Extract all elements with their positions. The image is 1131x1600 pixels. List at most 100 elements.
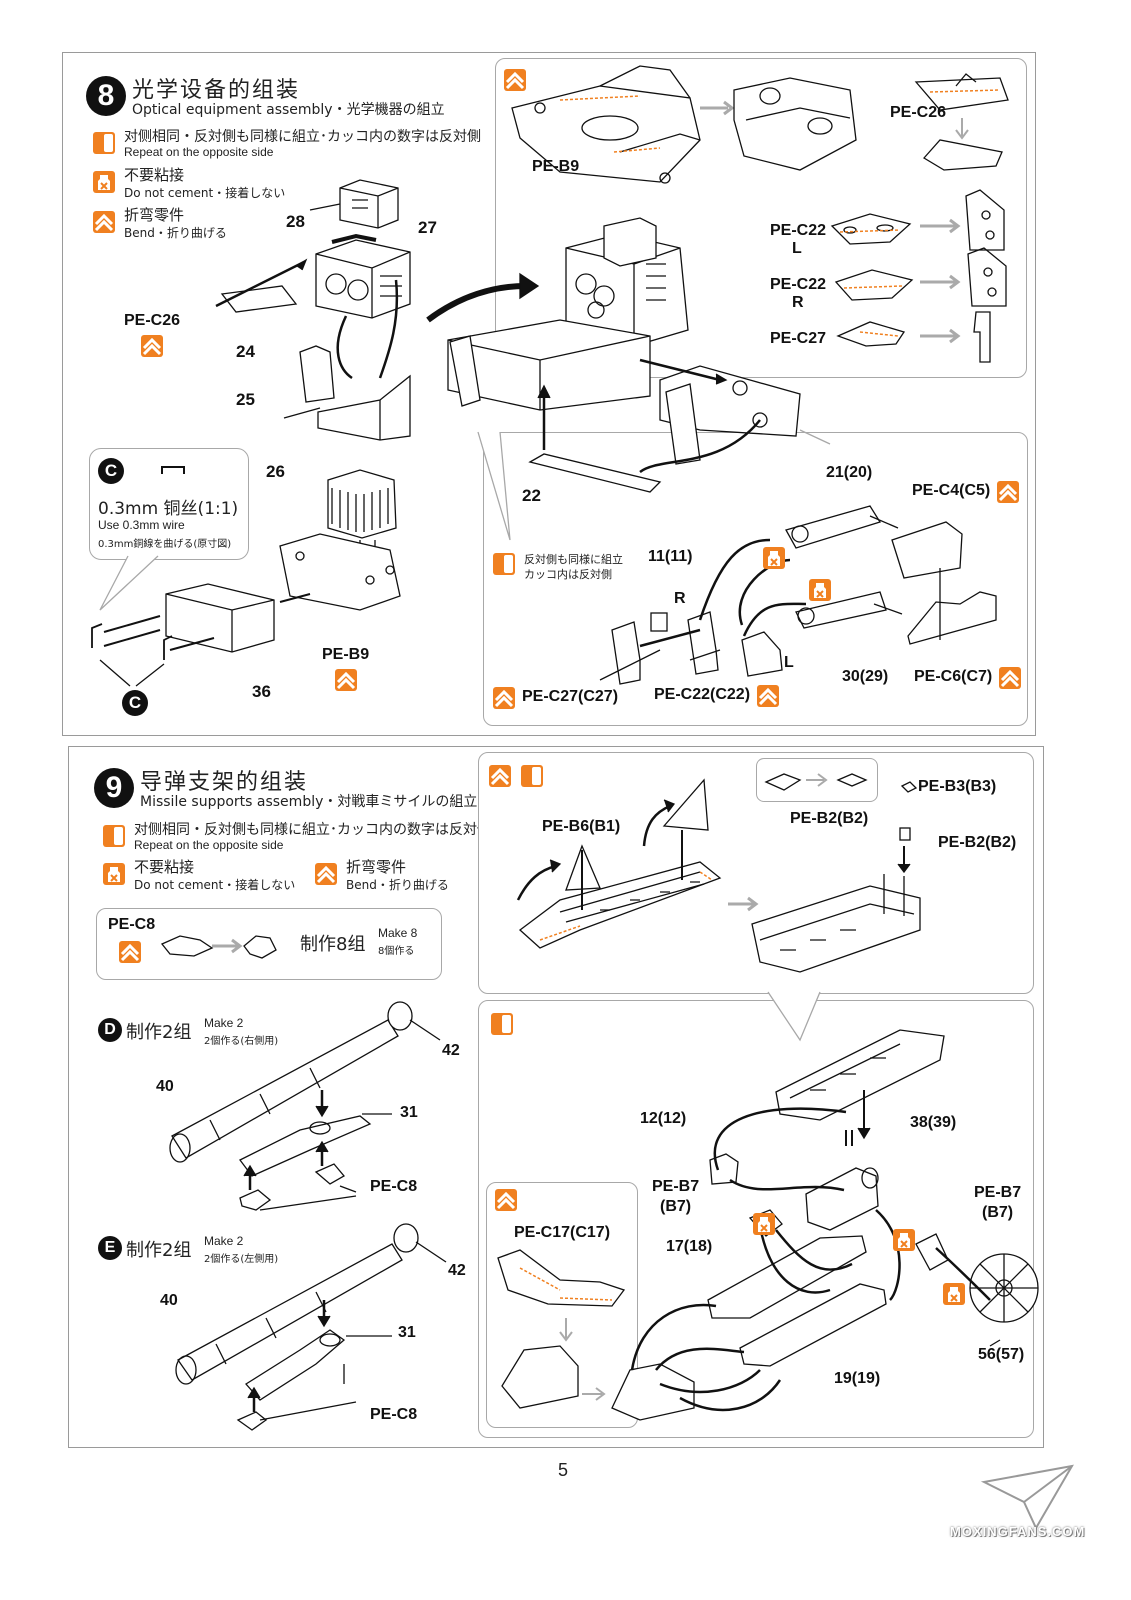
label-part-27: 27 bbox=[418, 218, 437, 237]
bend-icon bbox=[996, 480, 1020, 504]
label-d-42: 42 bbox=[442, 1042, 460, 1059]
label-part-22: 22 bbox=[522, 486, 541, 505]
step8-illustration bbox=[91, 65, 1009, 687]
label-pe-b6: PE-B6(B1) bbox=[542, 818, 621, 835]
label-part-36: 36 bbox=[252, 682, 271, 701]
label-pe-c22-l: PE-C22 bbox=[770, 222, 827, 239]
paper-plane-logo bbox=[980, 1464, 1074, 1531]
step8-legend-nocement-en: Do not cement・接着しない bbox=[124, 186, 286, 200]
label-part-19: 19(19) bbox=[834, 1370, 881, 1387]
label-pe-b9-top: PE-B9 bbox=[532, 158, 580, 175]
step8-legend-nocement-zh: 不要粘接 bbox=[124, 166, 185, 184]
callout-c-letter: C bbox=[98, 458, 124, 484]
label-pe-b7-a: PE-B7 bbox=[652, 1178, 700, 1195]
no-cement-icon bbox=[892, 1228, 916, 1252]
step8-sub-note-2: カッコ内は反対側 bbox=[524, 568, 612, 581]
step9-illustration bbox=[160, 773, 1039, 1431]
label-l-mark: L bbox=[784, 654, 794, 671]
d-make-en: Make 2 bbox=[204, 1016, 244, 1030]
label-part-56: 56(57) bbox=[978, 1346, 1025, 1363]
label-pe-b7-b: PE-B7 bbox=[974, 1184, 1022, 1201]
d-letter: D bbox=[98, 1018, 122, 1042]
label-part-24: 24 bbox=[236, 342, 255, 361]
label-d-31: 31 bbox=[400, 1104, 418, 1121]
make8-zh: 制作8组 bbox=[300, 934, 366, 955]
label-d-pe-c8: PE-C8 bbox=[370, 1178, 418, 1195]
bend-icon bbox=[998, 666, 1022, 690]
step9-legend-repeat-zh: 对侧相同・反対側も同様に組立･カッコ内の数字は反対側 bbox=[134, 822, 491, 838]
label-pe-b7-a-sub: (B7) bbox=[660, 1198, 692, 1215]
step8-number: 8 bbox=[86, 76, 126, 116]
label-pe-c17: PE-C17(C17) bbox=[514, 1224, 611, 1241]
label-pe-c26-left: PE-C26 bbox=[124, 312, 181, 329]
step8-legend-repeat-en: Repeat on the opposite side bbox=[124, 145, 274, 159]
label-e-31: 31 bbox=[398, 1324, 416, 1341]
label-r-mark: R bbox=[674, 590, 686, 607]
step9-number: 9 bbox=[94, 768, 134, 808]
step9-legend-bend-en: Bend・折り曲げる bbox=[346, 878, 449, 892]
step9-title-en: Missile supports assembly・対戦車ミサイルの組立 bbox=[140, 794, 478, 810]
label-pe-b7-b-sub: (B7) bbox=[982, 1204, 1014, 1221]
label-part-38: 38(39) bbox=[910, 1114, 957, 1131]
label-pe-c22-bottom: PE-C22(C22) bbox=[654, 686, 751, 703]
watermark-text: MOXINGFANS.COM bbox=[950, 1524, 1086, 1539]
e-letter: E bbox=[98, 1236, 122, 1260]
label-pe-b9-bottom: PE-B9 bbox=[322, 646, 370, 663]
label-e-40: 40 bbox=[160, 1292, 178, 1309]
label-pe-b2-b: PE-B2(B2) bbox=[938, 834, 1017, 851]
label-pe-c4: PE-C4(C5) bbox=[912, 482, 991, 499]
step8-title-zh: 光学设备的组装 bbox=[132, 78, 301, 103]
step9-legend-repeat-en: Repeat on the opposite side bbox=[134, 838, 284, 852]
no-cement-icon bbox=[762, 546, 786, 570]
label-pe-c22-r-side: R bbox=[792, 294, 804, 311]
bend-icon bbox=[492, 686, 516, 710]
label-part-30: 30(29) bbox=[842, 668, 889, 685]
step9-legend-nocement-en: Do not cement・接着しない bbox=[134, 878, 296, 892]
callout-c-bottom-letter: C bbox=[122, 690, 148, 716]
e-make-en: Make 2 bbox=[204, 1234, 244, 1248]
label-pe-c27-bottom: PE-C27(C27) bbox=[522, 688, 619, 705]
e-make-zh: 制作2组 bbox=[126, 1240, 192, 1261]
make8-jp: 8個作る bbox=[378, 946, 415, 957]
step9-legend-nocement-zh: 不要粘接 bbox=[134, 858, 195, 876]
step8-title-en: Optical equipment assembly・光学機器の組立 bbox=[132, 102, 445, 118]
step8-sub-note-1: 反対側も同様に組立 bbox=[524, 553, 623, 566]
label-part-25: 25 bbox=[236, 390, 255, 409]
no-cement-icon bbox=[942, 1282, 966, 1306]
no-cement-icon bbox=[752, 1212, 776, 1236]
step8-legend-bend-zh: 折弯零件 bbox=[124, 206, 185, 224]
wire-size-zh: 0.3mm 铜丝(1:1) bbox=[98, 499, 239, 519]
label-e-pe-c8: PE-C8 bbox=[370, 1406, 418, 1423]
no-cement-icon bbox=[808, 578, 832, 602]
make8-part-label: PE-C8 bbox=[108, 916, 156, 933]
step9-title-zh: 导弹支架的组装 bbox=[140, 770, 309, 795]
label-part-17: 17(18) bbox=[666, 1238, 713, 1255]
bend-icon bbox=[756, 684, 780, 708]
bend-icon bbox=[140, 334, 164, 358]
wire-size-jp: 0.3mm銅線を曲げる(原寸図) bbox=[98, 539, 232, 550]
label-pe-b3: PE-B3(B3) bbox=[918, 778, 997, 795]
label-pe-c22-r: PE-C22 bbox=[770, 276, 827, 293]
step8-legend-bend-en: Bend・折り曲げる bbox=[124, 226, 227, 240]
label-e-42: 42 bbox=[448, 1262, 466, 1279]
page-number: 5 bbox=[558, 1460, 569, 1480]
d-make-zh: 制作2组 bbox=[126, 1022, 192, 1043]
label-pe-c26-top: PE-C26 bbox=[890, 104, 947, 121]
step9-legend-bend-zh: 折弯零件 bbox=[346, 858, 407, 876]
label-pe-b2-a: PE-B2(B2) bbox=[790, 810, 869, 827]
d-make-jp: 2個作る(右側用) bbox=[204, 1036, 279, 1047]
wire-size-en: Use 0.3mm wire bbox=[98, 518, 185, 532]
label-part-28: 28 bbox=[286, 212, 305, 231]
label-part-21: 21(20) bbox=[826, 464, 873, 481]
label-part-11: 11(11) bbox=[648, 548, 693, 565]
make8-panel bbox=[96, 908, 442, 980]
make8-en: Make 8 bbox=[378, 926, 418, 940]
step8-legend-repeat-zh: 对侧相同・反対側も同様に組立･カッコ内の数字は反対側 bbox=[124, 129, 481, 145]
label-d-40: 40 bbox=[156, 1078, 174, 1095]
label-pe-c22-l-side: L bbox=[792, 240, 802, 257]
label-pe-c6: PE-C6(C7) bbox=[914, 668, 993, 685]
e-make-jp: 2個作る(左側用) bbox=[204, 1254, 279, 1265]
bend-icon bbox=[334, 668, 358, 692]
label-pe-c27-top: PE-C27 bbox=[770, 330, 827, 347]
label-part-12: 12(12) bbox=[640, 1110, 687, 1127]
